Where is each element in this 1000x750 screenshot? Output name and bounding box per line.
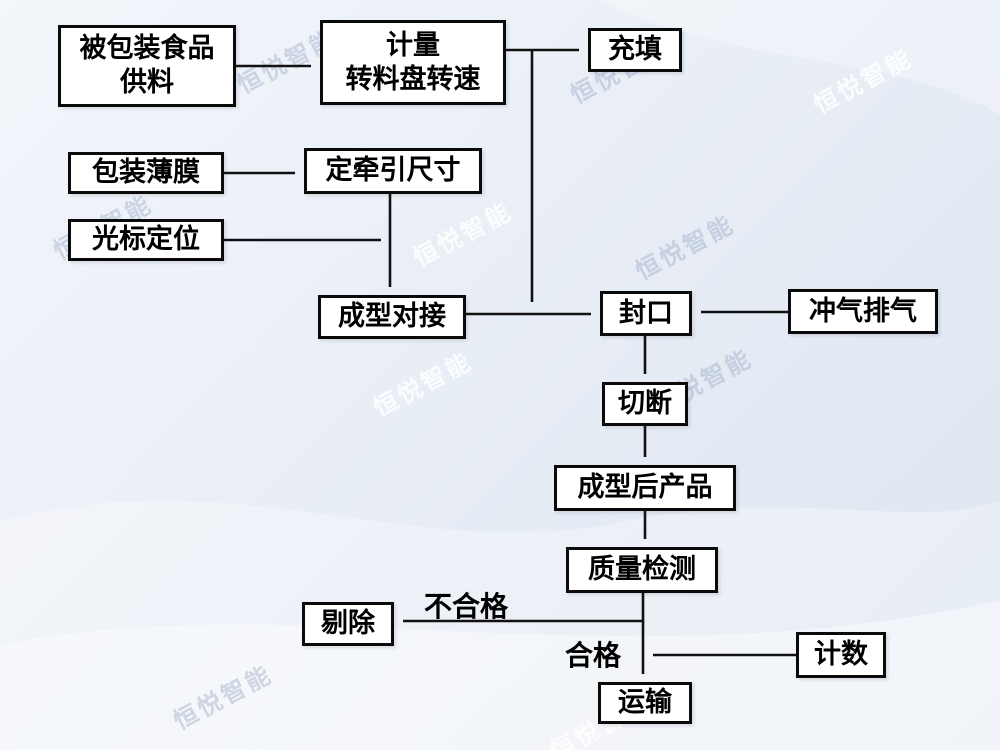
node-supply-line2: 供料 xyxy=(120,67,174,97)
node-traction: 定牵引尺寸 xyxy=(304,148,482,194)
node-film-label: 包装薄膜 xyxy=(92,157,200,188)
node-sealing: 封口 xyxy=(600,291,692,336)
node-traction-label: 定牵引尺寸 xyxy=(325,155,461,186)
node-metering: 计量 转料盘转速 xyxy=(320,20,506,105)
node-sealing-label: 封口 xyxy=(619,297,673,328)
wave-middle xyxy=(0,500,1000,750)
node-product-label: 成型后产品 xyxy=(577,472,713,503)
node-supply: 被包装食品 供料 xyxy=(58,25,236,107)
node-transport-label: 运输 xyxy=(618,687,672,718)
label-pass: 合格 xyxy=(565,640,622,671)
node-counting: 计数 xyxy=(796,632,886,678)
node-reject: 剔除 xyxy=(302,602,394,646)
node-counting-label: 计数 xyxy=(814,639,868,670)
wave-bottom xyxy=(0,600,1000,750)
node-gas: 冲气排气 xyxy=(788,289,938,334)
node-metering-line2: 转料盘转速 xyxy=(345,63,481,94)
label-fail: 不合格 xyxy=(424,591,509,622)
node-reject-label: 剔除 xyxy=(321,608,375,639)
node-cutting-label: 切断 xyxy=(618,388,672,419)
node-film: 包装薄膜 xyxy=(68,152,224,194)
node-gas-label: 冲气排气 xyxy=(809,295,917,326)
node-cutting: 切断 xyxy=(602,382,688,426)
node-inspection-label: 质量检测 xyxy=(588,554,696,585)
node-transport: 运输 xyxy=(598,682,692,724)
node-metering-line1: 计量 xyxy=(386,29,440,60)
node-filling: 充填 xyxy=(588,28,682,72)
node-inspection: 质量检测 xyxy=(566,547,718,593)
node-cursor: 光标定位 xyxy=(68,219,224,261)
node-cursor-label: 光标定位 xyxy=(92,224,200,255)
node-forming: 成型对接 xyxy=(318,295,466,339)
node-forming-label: 成型对接 xyxy=(338,301,446,332)
node-filling-label: 充填 xyxy=(608,34,662,65)
node-supply-line1: 被包装食品 xyxy=(79,33,215,64)
wave-top-right xyxy=(600,0,1000,115)
node-product: 成型后产品 xyxy=(554,465,736,511)
